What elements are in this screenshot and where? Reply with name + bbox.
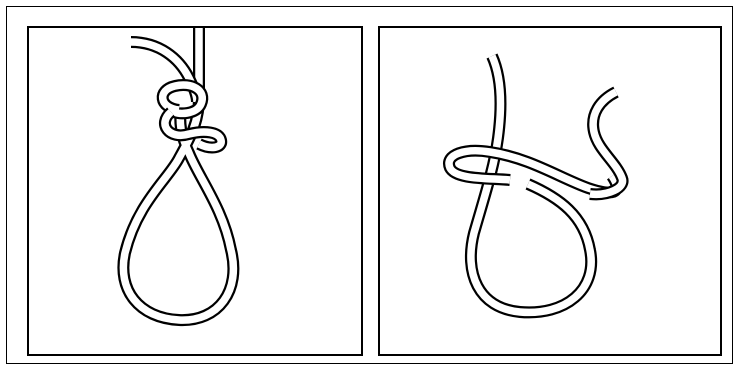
right-panel [378,26,722,356]
knot-loop-forming-icon [380,28,720,354]
knot-loop-finished-icon [29,28,361,354]
left-panel [27,26,363,356]
figure-frame [6,6,733,364]
rope-tail [590,92,623,194]
